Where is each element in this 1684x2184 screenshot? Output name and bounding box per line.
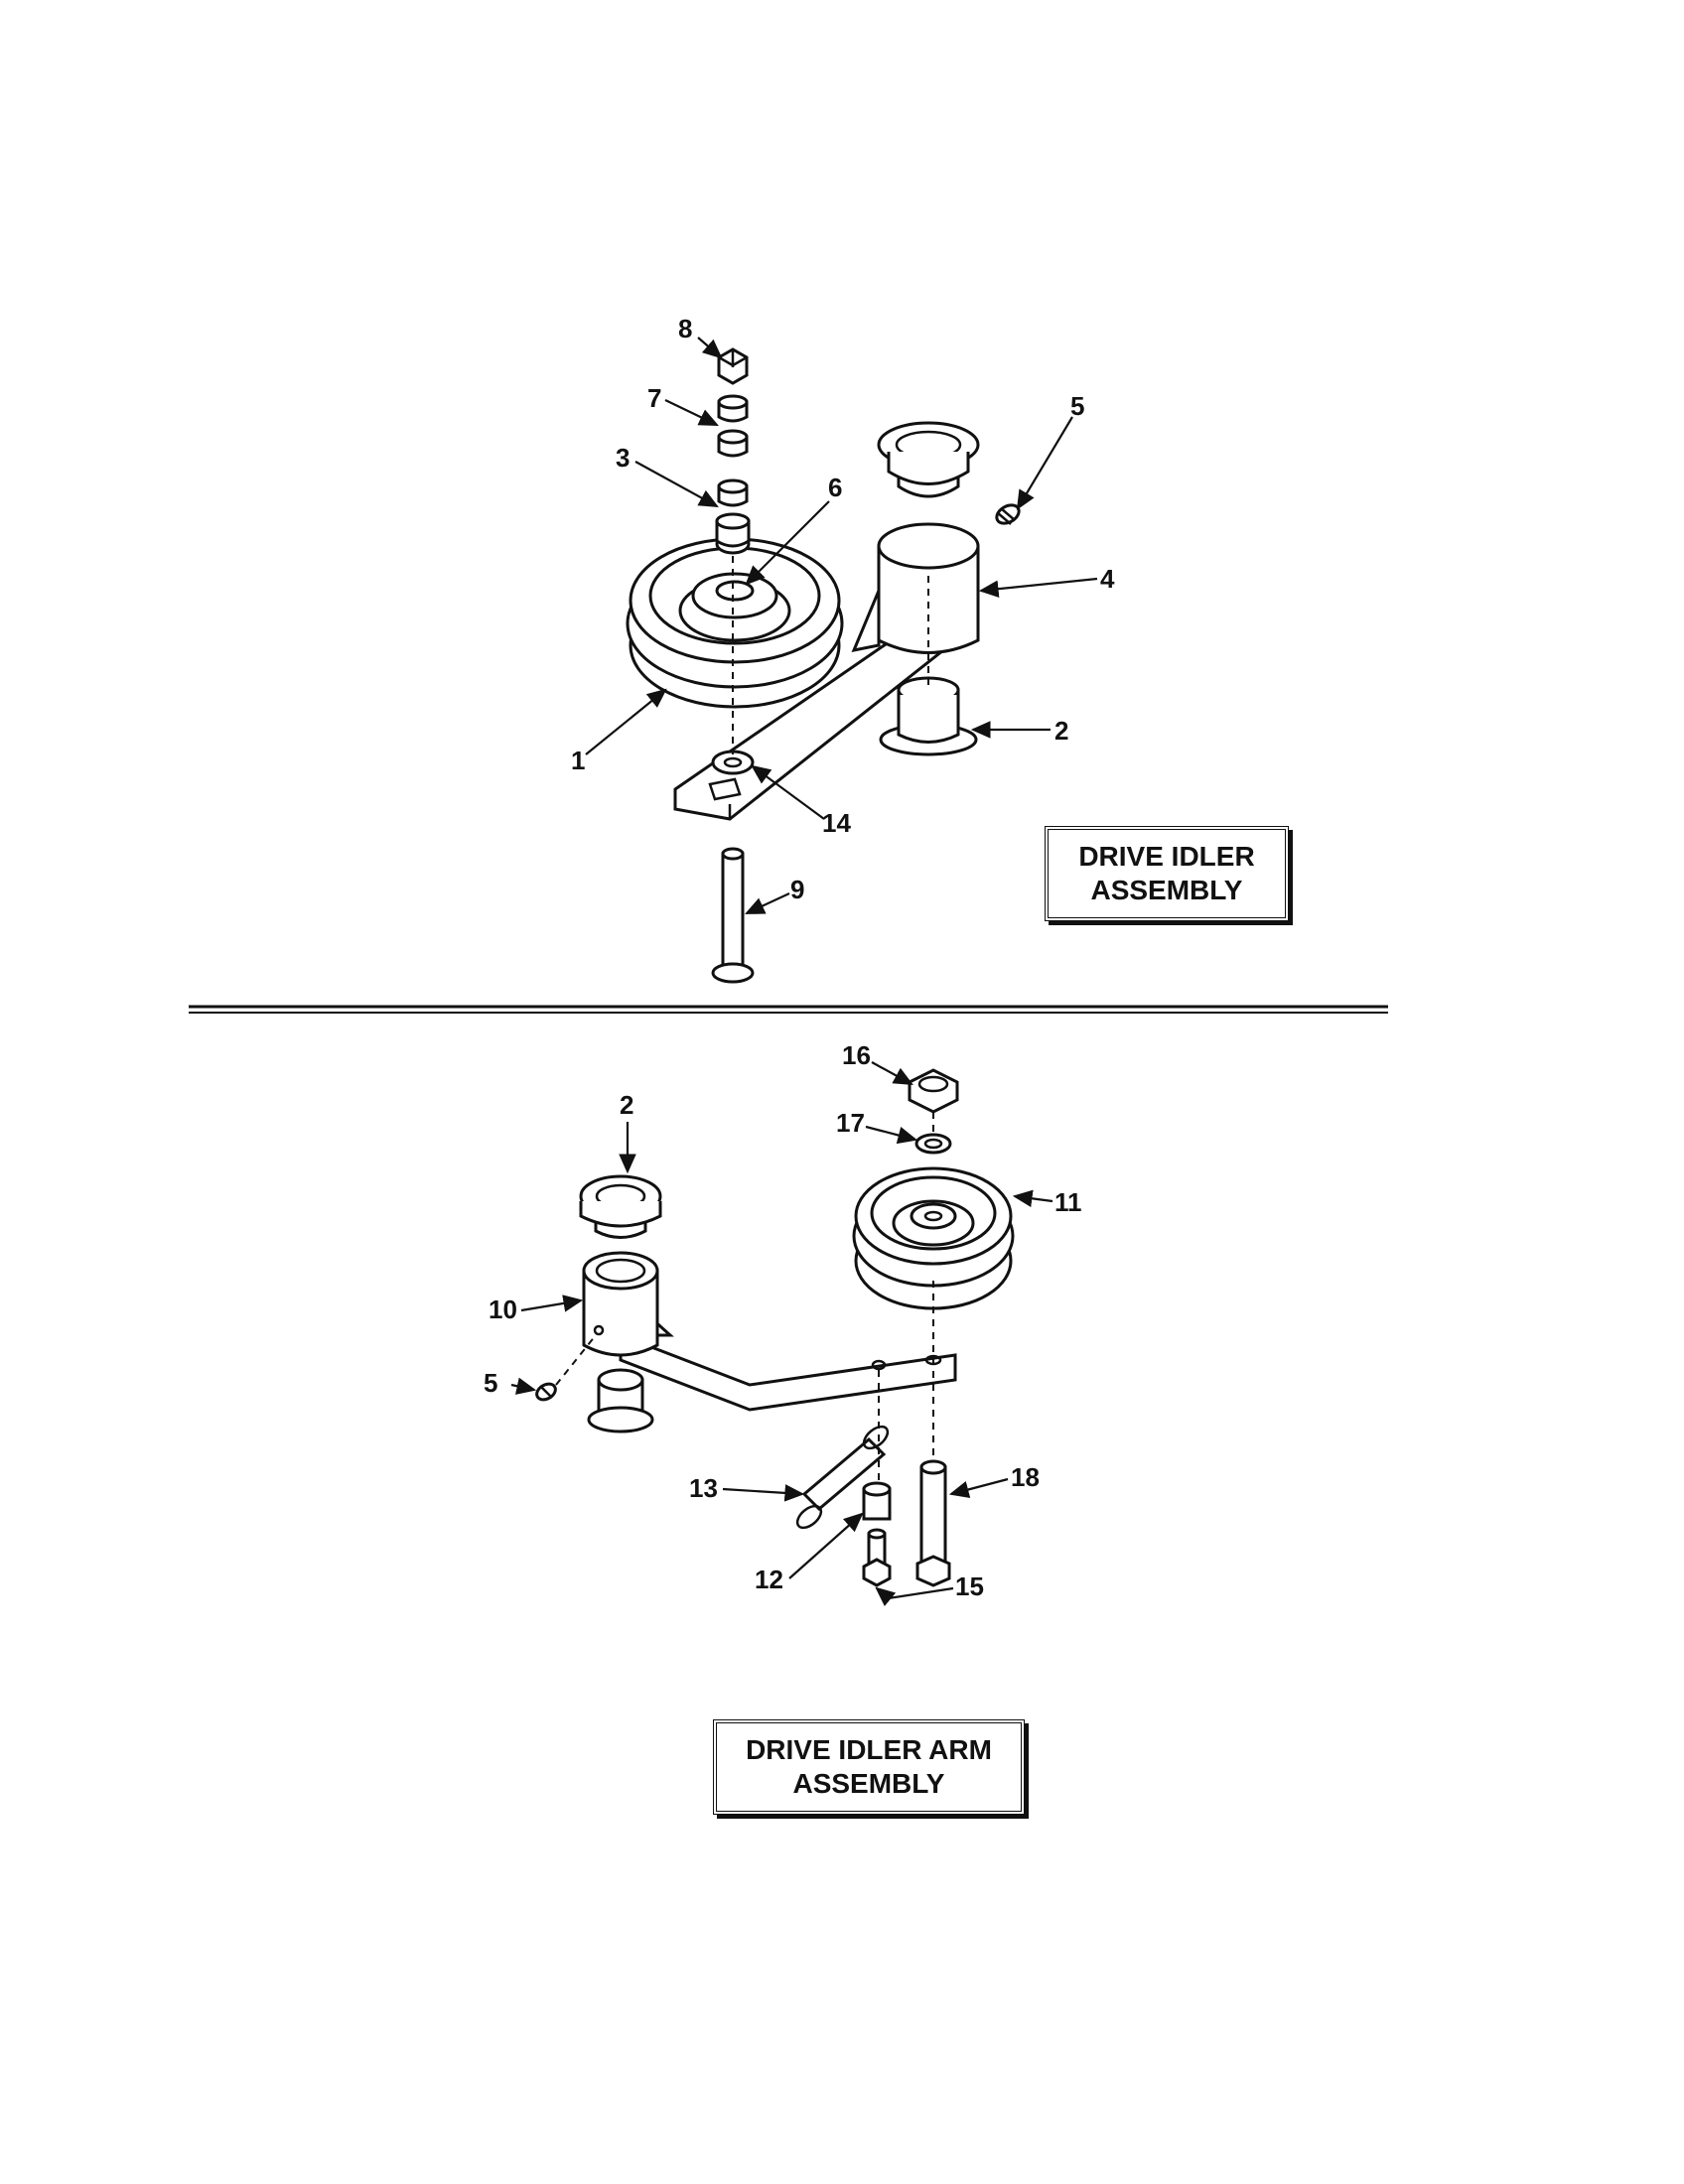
callout-2: 2: [1054, 716, 1068, 746]
callout-12: 12: [755, 1565, 783, 1594]
callout-13: 13: [689, 1473, 718, 1503]
title-line-2: ASSEMBLY: [792, 1768, 945, 1799]
callout-16: 16: [842, 1040, 871, 1070]
arm-set-screw: [535, 1382, 557, 1402]
set-screw: [995, 503, 1021, 525]
callout-8: 8: [678, 314, 692, 343]
drive-idler-assembly: 8 7 3 6 5 4 2 1 14 9: [571, 314, 1115, 984]
title-line-2: ASSEMBLY: [1090, 875, 1243, 905]
callout-14: 14: [822, 808, 851, 838]
callout-17: 17: [836, 1108, 865, 1138]
callout-7: 7: [647, 383, 661, 413]
arm-pivot-tube: [582, 1251, 659, 1357]
section-divider: [189, 1005, 1388, 1014]
drive-idler-arm-assembly-title: DRIVE IDLER ARM ASSEMBLY: [713, 1719, 1025, 1815]
flat-idler-pulley: [852, 1166, 1015, 1310]
callout-15: 15: [955, 1571, 984, 1601]
pulley-bolt: [915, 1459, 951, 1587]
idler-arm: [619, 1287, 957, 1412]
callout-6: 6: [828, 473, 842, 502]
callout-5: 5: [1070, 391, 1084, 421]
title-line-1: DRIVE IDLER: [1078, 841, 1255, 872]
arm-bottom-bushing: [587, 1368, 654, 1433]
drive-idler-arm-assembly: 16 17 2 11 10 5 18 13 12 15: [484, 1040, 1082, 1607]
drive-idler-assembly-title: DRIVE IDLER ASSEMBLY: [1045, 826, 1289, 921]
bottom-bushing: [879, 676, 978, 756]
idler-pulley: [626, 537, 844, 709]
callout-1: 1: [571, 746, 585, 775]
callout-10: 10: [489, 1295, 517, 1324]
callout-9: 9: [790, 875, 804, 904]
extension-spring: [795, 1425, 890, 1530]
arm-top-bushing: [579, 1174, 662, 1239]
callout-3: 3: [616, 443, 630, 473]
spacer: [862, 1481, 892, 1521]
callout-5-lower: 5: [484, 1368, 497, 1398]
carriage-bolt: [711, 847, 755, 984]
pulley-nut: [908, 1068, 959, 1114]
top-bushing: [877, 421, 980, 498]
pivot-tube: [851, 522, 980, 654]
washer: [711, 750, 755, 775]
callout-2-lower: 2: [620, 1090, 633, 1120]
pulley-washer: [914, 1133, 952, 1155]
callout-18: 18: [1011, 1462, 1040, 1492]
callout-11: 11: [1054, 1187, 1082, 1217]
callout-4: 4: [1100, 564, 1115, 594]
shoulder-bolt: [862, 1528, 892, 1587]
title-line-1: DRIVE IDLER ARM: [746, 1734, 992, 1765]
pulley-hardware-stack: [715, 347, 751, 555]
